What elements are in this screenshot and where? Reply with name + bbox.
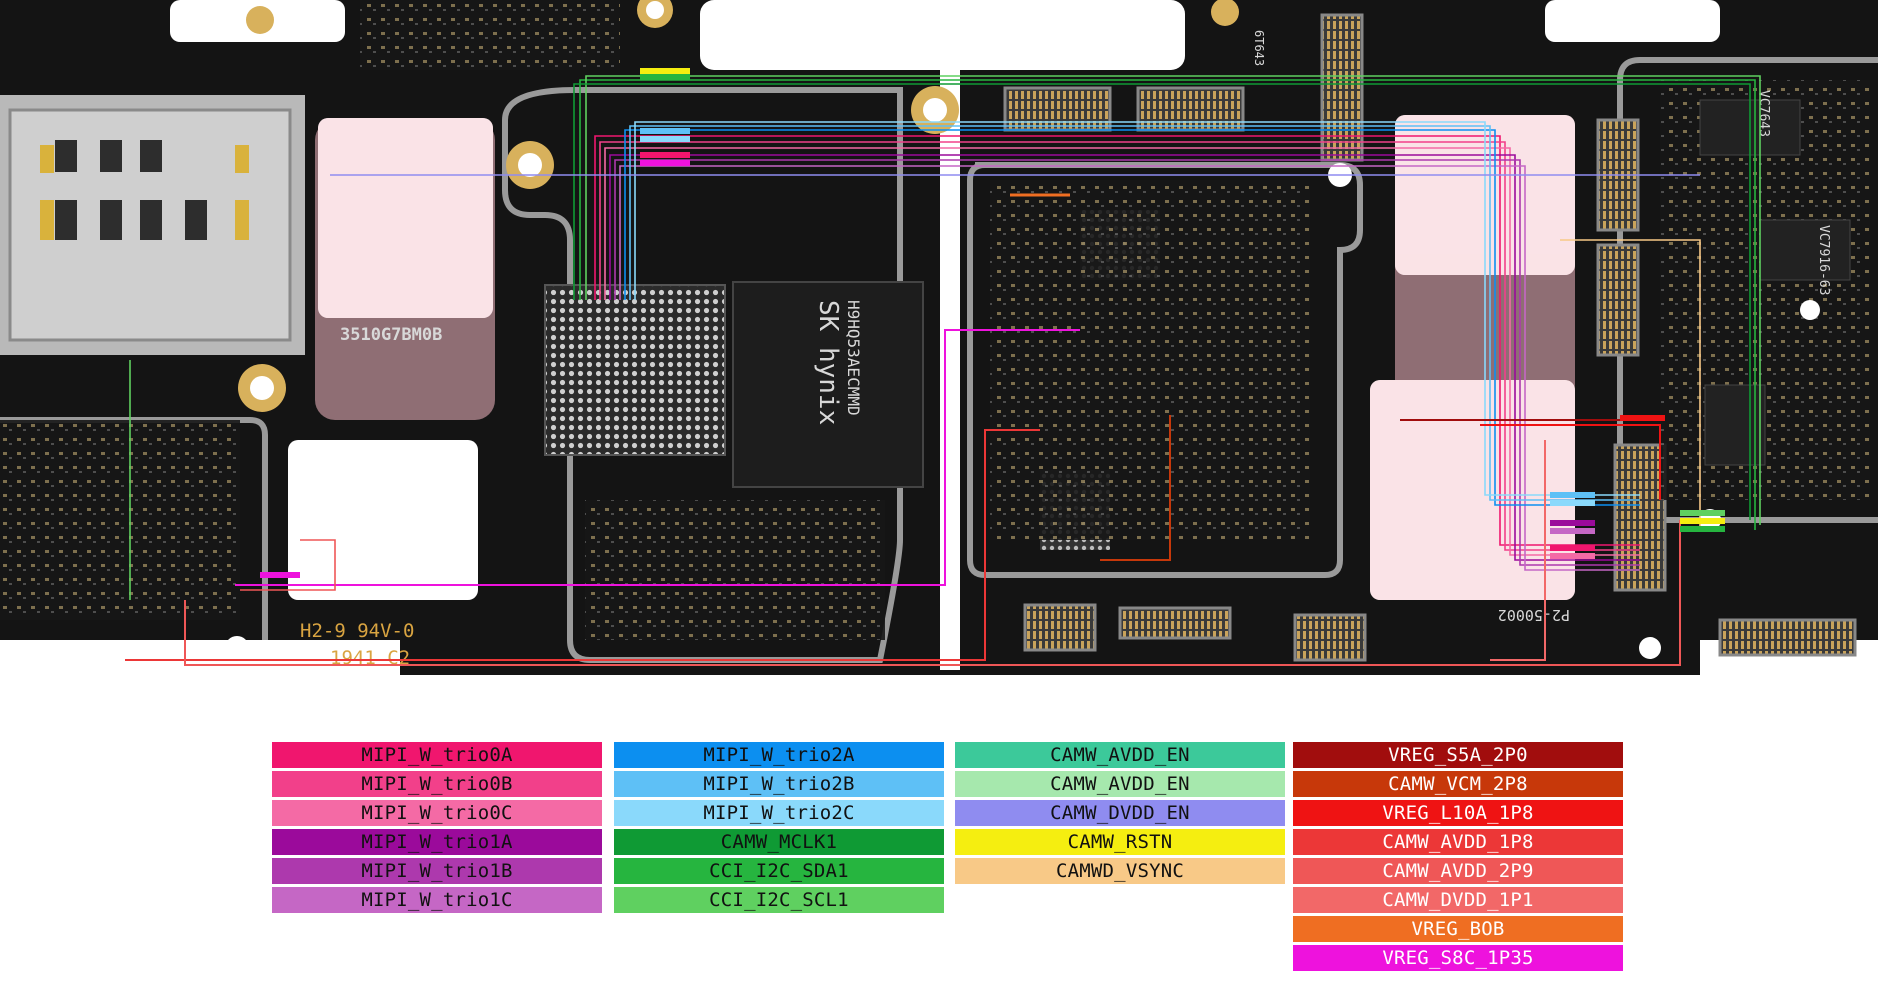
pcb-board-illustration: SK hynix H9HQ53AECMMD 3510	[0, 0, 1878, 675]
legend-item: CAMW_MCLK1	[614, 829, 944, 855]
legend-item: MIPI_W_trio2B	[614, 771, 944, 797]
legend-column: MIPI_W_trio0A MIPI_W_trio0B MIPI_W_trio0C M…	[272, 742, 602, 916]
memory-chip	[732, 281, 924, 488]
connector-code-text: P2-50002	[1498, 606, 1570, 624]
trace-label-flags	[260, 68, 1725, 578]
legend-item: VREG_S8C_1P35	[1293, 945, 1623, 971]
legend-item: MIPI_W_trio1B	[272, 858, 602, 884]
board-components	[0, 0, 1870, 640]
legend-item: CAMW_VCM_2P8	[1293, 771, 1623, 797]
legend-item: VREG_BOB	[1293, 916, 1623, 942]
memory-part-text: H9HQ53AECMMD	[844, 300, 863, 416]
legend-item: VREG_S5A_2P0	[1293, 742, 1623, 768]
legend-item: MIPI_W_trio2A	[614, 742, 944, 768]
bga-chip	[544, 284, 726, 456]
board-cutout	[1545, 0, 1720, 42]
chip-right-top-text: VC7643	[1756, 90, 1771, 137]
legend-item: CAMW_DVDD_EN	[955, 800, 1285, 826]
ul-code-text: H2-9 94V-0	[300, 620, 414, 642]
legend-item: VREG_L10A_1P8	[1293, 800, 1623, 826]
legend-item: CCI_I2C_SCL1	[614, 887, 944, 913]
flex-code-text: 6T643	[1252, 30, 1266, 66]
legend-item: MIPI_W_trio1A	[272, 829, 602, 855]
legend-item: MIPI_W_trio2C	[614, 800, 944, 826]
memory-brand-text: SK hynix	[813, 300, 843, 425]
legend-item: CAMW_RSTN	[955, 829, 1285, 855]
trace-overlay	[125, 75, 1761, 666]
legend-item: CAMW_AVDD_1P8	[1293, 829, 1623, 855]
legend-item: CAMW_AVDD_EN	[955, 771, 1285, 797]
legend-item: MIPI_W_trio0C	[272, 800, 602, 826]
sim-card-tray	[0, 95, 305, 355]
legend-item: CCI_I2C_SDA1	[614, 858, 944, 884]
legend-item: CAMWD_VSYNC	[955, 858, 1285, 884]
chip-right-mid-text: VC7916-63	[1816, 225, 1831, 295]
date-code-text: 1941 C2	[330, 647, 410, 669]
board-cutout	[700, 0, 1185, 70]
legend-item: CAMW_AVDD_2P9	[1293, 858, 1623, 884]
legend-item: MIPI_W_trio0B	[272, 771, 602, 797]
legend-item: MIPI_W_trio0A	[272, 742, 602, 768]
legend-item: CAMW_AVDD_EN	[955, 742, 1285, 768]
legend-column: CAMW_AVDD_EN CAMW_AVDD_EN CAMW_DVDD_EN CAMW…	[955, 742, 1285, 887]
legend-column: MIPI_W_trio2A MIPI_W_trio2B MIPI_W_trio2C C…	[614, 742, 944, 916]
legend-item: MIPI_W_trio1C	[272, 887, 602, 913]
legend-item: CAMW_DVDD_1P1	[1293, 887, 1623, 913]
pcb-code-text: 3510G7BM0B	[340, 325, 442, 345]
